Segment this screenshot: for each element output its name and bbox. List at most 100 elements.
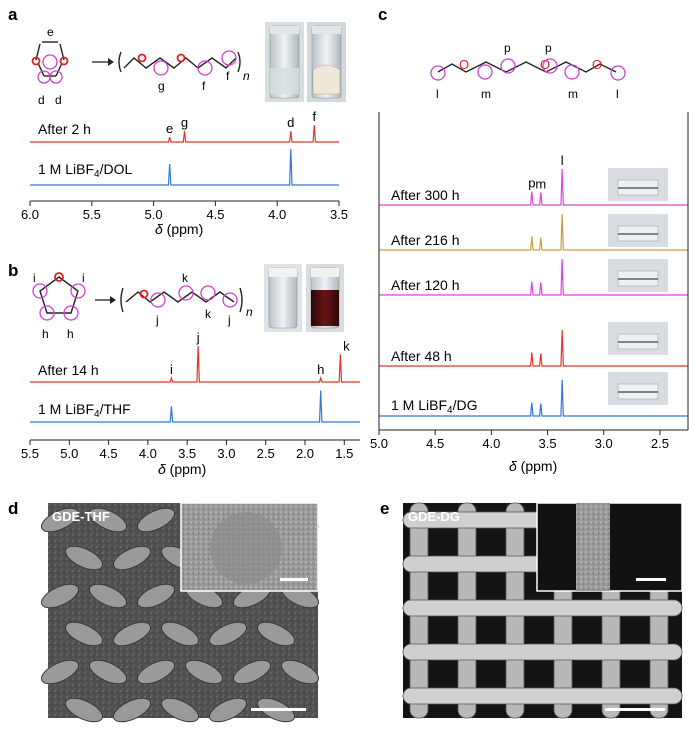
sem-fiber [160,621,200,647]
scale-bar-inset [636,578,666,581]
sem-fiber [112,697,152,723]
sem-fiber [40,659,80,685]
peak-label: d [287,115,294,130]
sem-inset-particle [210,512,282,584]
oxygen-atom [176,53,186,63]
oxygen-atom [139,289,149,299]
label-f: f [202,79,206,93]
x-tick-label: 4.0 [139,446,157,461]
x-axis-c: 5.0 4.5 4.0 3.5 3.0 2.5 [370,112,689,451]
panel-d: d GDE-THF [8,499,320,723]
site-circle-l [610,65,626,81]
oxygen-atom: O [459,57,469,72]
vial-photo-thf-before [264,264,302,332]
label-m: m [481,87,491,101]
label-i: i [33,271,36,285]
x-tick-label: 5.0 [370,436,388,451]
sem-inset-wire [576,503,610,591]
x-tick-label: 4.5 [426,436,444,451]
vial-photo-thumb [608,372,668,405]
label-d: d [38,93,45,107]
spectrum-line [379,258,688,296]
vial-photo-before [265,22,304,102]
x-tick-label: 3.0 [595,436,613,451]
label-n: n [243,69,250,83]
polymer-chain [123,57,237,69]
label-g: g [158,79,165,93]
panel-a: a e d d g f f n [8,5,348,237]
series-label: After 14 h [38,362,99,378]
series-label: After 300 h [391,187,460,203]
vial-photo-thumb [608,214,668,247]
x-tick-label: 2.0 [296,446,314,461]
peak-label: e [166,121,173,136]
dol-molecule [35,41,65,77]
x-tick-label: 3.5 [330,207,348,222]
sem-fiber [64,621,104,647]
scale-bar-inset [280,578,308,581]
site-circle-i [70,283,86,299]
site-circle-p [542,58,558,74]
oxygen-atom [54,272,64,282]
x-tick-label: 1.5 [335,446,353,461]
x-tick-label: 5.0 [145,207,163,222]
peak-label: f [312,109,316,124]
x-tick-label: 4.5 [100,446,118,461]
label-h: h [67,327,74,341]
site-circle-g [153,60,169,76]
site-circle-k [178,285,194,301]
x-tick-label: 3.5 [539,436,557,451]
spectrum-line [30,390,360,423]
sem-fiber [64,697,104,723]
x-tick-label: 4.0 [268,207,286,222]
sem-fiber [64,545,104,571]
vial-photo-thumb [608,259,668,292]
panel-e: e GDE-DG [380,499,683,719]
x-tick-label: 5.5 [21,446,39,461]
polymer-chain [125,291,235,303]
series-label: 1 M LiBF4/DOL [38,161,132,180]
sem-fiber [112,621,152,647]
oxygen-atom [59,56,69,66]
spectrum-line [30,148,339,186]
panel-c: c O O O l m p p m l After 300 h After 21… [370,5,689,474]
label-l: l [616,87,619,101]
label-p: p [504,41,511,55]
peak-label: p [528,176,535,191]
series-label: After 216 h [391,232,460,248]
spectrum-line [30,345,360,383]
label-p: p [545,41,552,55]
series-label: After 120 h [391,277,460,293]
label-f: f [226,69,230,83]
label-h: h [42,327,49,341]
sem-fiber [184,659,224,685]
x-axis-label: δ (ppm) [509,458,557,474]
sem-fiber [40,507,80,533]
oxygen-atom: O [592,57,602,72]
x-tick-label: 2.5 [651,436,669,451]
oxygen-atom [31,56,41,66]
site-circle-e [42,54,58,70]
site-circle-j [150,292,166,308]
oxygen-atom: O [540,57,550,72]
spectrum-line [379,213,688,251]
peak-label: m [535,176,546,191]
scale-bar [251,708,306,711]
label-l: l [436,87,439,101]
x-tick-label: 5.0 [60,446,78,461]
sem-wire [402,687,683,705]
series-label: 1 M LiBF4/DG [391,397,477,416]
arrow-head [108,58,114,66]
x-tick-label: 4.0 [482,436,500,451]
x-tick-label: 6.0 [21,207,39,222]
site-circle-l [430,65,446,81]
arrow-head [110,296,116,304]
vial-photo-thf-after [306,264,344,332]
label-n: n [246,305,253,319]
peak-label: l [561,153,564,168]
site-circle-h [63,305,79,321]
peak-label: h [317,362,324,377]
oxygen-atom [137,53,147,63]
